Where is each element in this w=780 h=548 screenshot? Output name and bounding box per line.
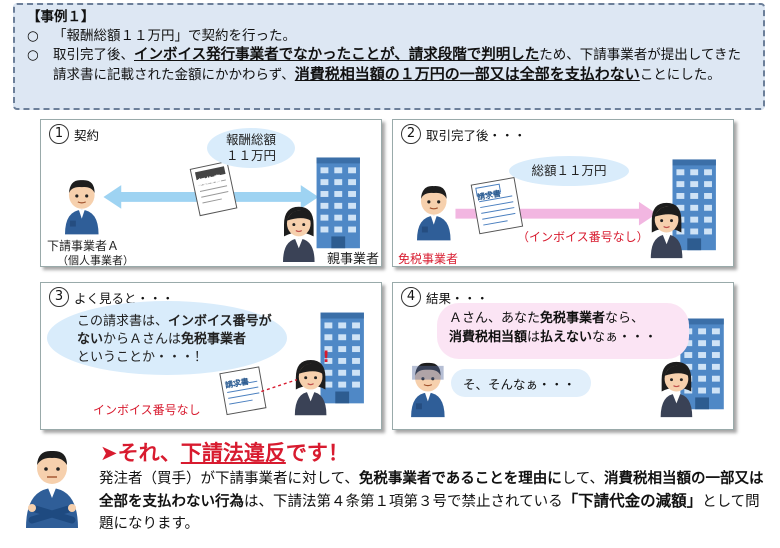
arrow-right-icon [455,201,657,226]
conclusion-title: ➤それ、下請法違反です！ [100,437,349,467]
conclusion-t2: 免税事業者であることを理由に [358,471,562,487]
panel-3-thought-bubble: この請求書は、インボイス番号が ないからＡさんは免税事業者 ということか・・・！ [47,301,287,375]
panel-1-title: 契約 [74,127,100,143]
case-line-2-d: 消費税相当額の１万円の一部又は全部を支払わない [294,65,640,83]
case-description-box: 【事例１】 ○ 「報酬総額１１万円」で契約を行った。 ○ 取引完了後、インボイス… [13,3,765,110]
arrow-bullet-icon: ➤ [100,441,118,465]
panel-2-title: 取引完了後・・・ [426,127,527,143]
conclusion-t4: 消費税相当額の一部又は全部を支払わない行為 [99,471,764,510]
panel-2-amount-bubble: 総額１１万円 [509,156,629,186]
panel-3-number: 3 [49,287,69,307]
conclusion-t5: は、下請法第４条第１項第３号で禁止されている [244,494,563,510]
bullet-circle-2: ○ [27,47,39,63]
p3-speech-3: ない [77,332,104,347]
panel-2-illustration [416,159,716,259]
case-line-1-text: 「報酬総額１１万円」で契約を行った。 [53,28,296,44]
p4-speech-3: なら、 [605,311,645,326]
p4-speech-1: Ａさん、あなた [449,311,541,326]
exempt-man-icon [416,185,452,241]
case-line-1: ○ 「報酬総額１１万円」で契約を行った。 [27,27,753,46]
document-icon [189,160,238,217]
p3-speech-2: インボイス番号が [168,314,272,329]
p3-speech-1: この請求書は、 [77,314,169,329]
panel-4-illustration [410,318,724,418]
p3-speech-6: ということか・・・！ [77,350,208,365]
conclusion-title-c: です！ [285,441,349,465]
panel-4-head: 4 結果・・・ [401,287,489,307]
conclusion-body: 発注者（買手）が下請事業者に対して、免税事業者であることを理由にして、消費税相当… [99,468,771,535]
p4-speech-2: 免税事業者 [540,311,606,326]
building-icon [316,157,360,249]
panel-4-title: 結果・・・ [426,290,489,306]
panel-after-transaction: 2 取引完了後・・・ 総額１１万円 請求書 免税事業者 （インボイス番号なし） [392,119,734,267]
conclusion-t6: 「下請代金の減額」 [562,492,703,510]
panel-2-number: 2 [401,124,421,144]
conclusion-t7: として問題になります。 [99,494,760,532]
p4-speech-4: 消費税相当額 [449,330,528,345]
p3-speech-4: からＡさんは [103,332,182,347]
panel-1-number: 1 [49,124,69,144]
panel-result: 4 結果・・・ Ａさん、あなた免税事業者なら、 消費税相当額は払えないなぁ・・・… [392,282,734,430]
subcontractor-sublabel: （個人事業者） [57,254,134,267]
panel-4-reply-bubble: そ、そんなぁ・・・ [451,369,591,397]
panel-3-illustration: ! [219,312,364,416]
panel-1-amount-bubble: 報酬総額 １１万円 [207,128,295,168]
case-line-2-a: 取引完了後、 [53,47,134,63]
case-line-2-b: インボイス発行事業者でなかったことが、請求段階で判明した [134,47,540,63]
panel-close-look: 3 よく見ると・・・ ! この請求書は、インボイス番号が ないからＡさんは免税事… [40,282,382,430]
p3-speech-5: 免税事業者 [181,332,247,347]
conclusion-t1: 発注者（買手）が下請事業者に対して、 [99,471,359,487]
dashed-pointer-line [261,379,298,393]
parent-woman-icon [282,206,316,263]
p4-speech-5: は [527,330,541,345]
case-title: 【事例１】 [27,9,95,25]
panel-contract: 1 契約 報酬総額 １１万円 契約書 下請事業者Ａ （個人事業者） 親事業者 [40,119,382,267]
parent-company-label: 親事業者 [327,252,380,267]
no-invoice-number-label: （インボイス番号なし） [517,230,649,244]
building-icon-2 [672,159,716,251]
gloom-shade [412,365,444,380]
parent-woman-icon-2 [650,202,683,259]
subcontractor-label: 下請事業者Ａ [47,239,120,253]
exclamation-icon: ! [322,347,329,366]
conclusion-title-a: それ、 [117,441,181,465]
p4-speech-6: 払えない [540,330,593,345]
surprised-woman-icon [294,359,328,416]
subcontractor-man-icon [64,179,100,236]
case-line-2-e: ことにした。 [639,67,721,83]
conclusion-t3: して、 [561,471,605,487]
panel-1-head: 1 契約 [49,124,99,144]
panel-3-no-invoice-label: インボイス番号なし [93,403,201,417]
panel-4-number: 4 [401,287,421,307]
conclusion-title-b: 下請法違反 [180,441,286,465]
panel-2-head: 2 取引完了後・・・ [401,124,526,144]
p4-speech-7: なぁ・・・ [592,330,658,345]
panel-1-illustration [64,157,360,263]
exempt-business-label: 免税事業者 [398,252,459,266]
bullet-circle-1: ○ [27,28,39,44]
invoice-icon [470,176,524,235]
stern-woman-icon [660,361,693,418]
case-line-2-c: ため、下請事業者が提出してきた請求書に記載された金額にかかわらず、 [53,47,741,83]
panel-4-speech-bubble: Ａさん、あなた免税事業者なら、 消費税相当額は払えないなぁ・・・ [437,303,689,359]
case-line-2: ○ 取引完了後、インボイス発行事業者でなかったことが、請求段階で判明したため、下… [27,46,753,85]
invoice-icon-3 [219,366,267,416]
crossed-arms-man-icon [26,450,78,528]
